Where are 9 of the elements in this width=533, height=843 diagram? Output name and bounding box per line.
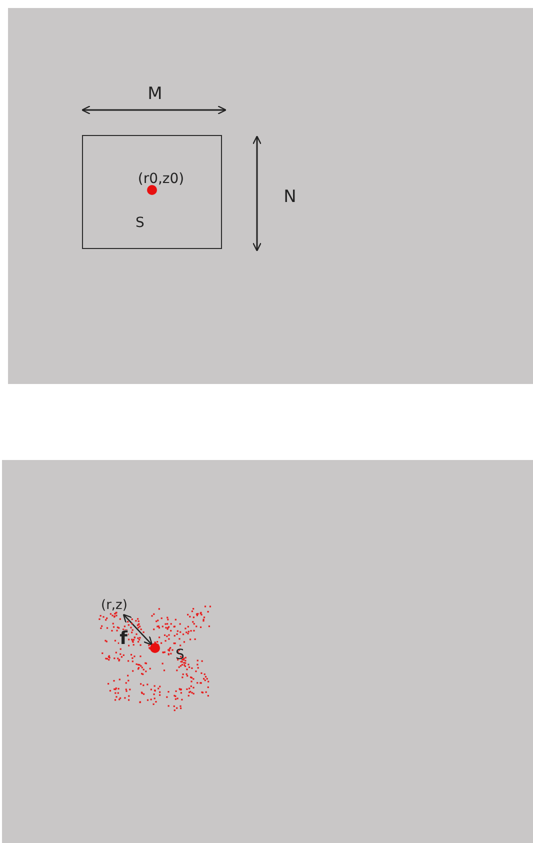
region-box <box>82 135 222 249</box>
dimension-label: M <box>148 86 162 102</box>
point-label: (r0,z0) <box>138 171 184 187</box>
edge-label: f <box>118 630 128 648</box>
coordinate-label: (r,z) <box>101 598 131 615</box>
region-label: S <box>136 215 144 231</box>
point-label: S <box>176 647 184 663</box>
dimension-label: N <box>284 189 296 205</box>
arrow <box>122 614 153 646</box>
